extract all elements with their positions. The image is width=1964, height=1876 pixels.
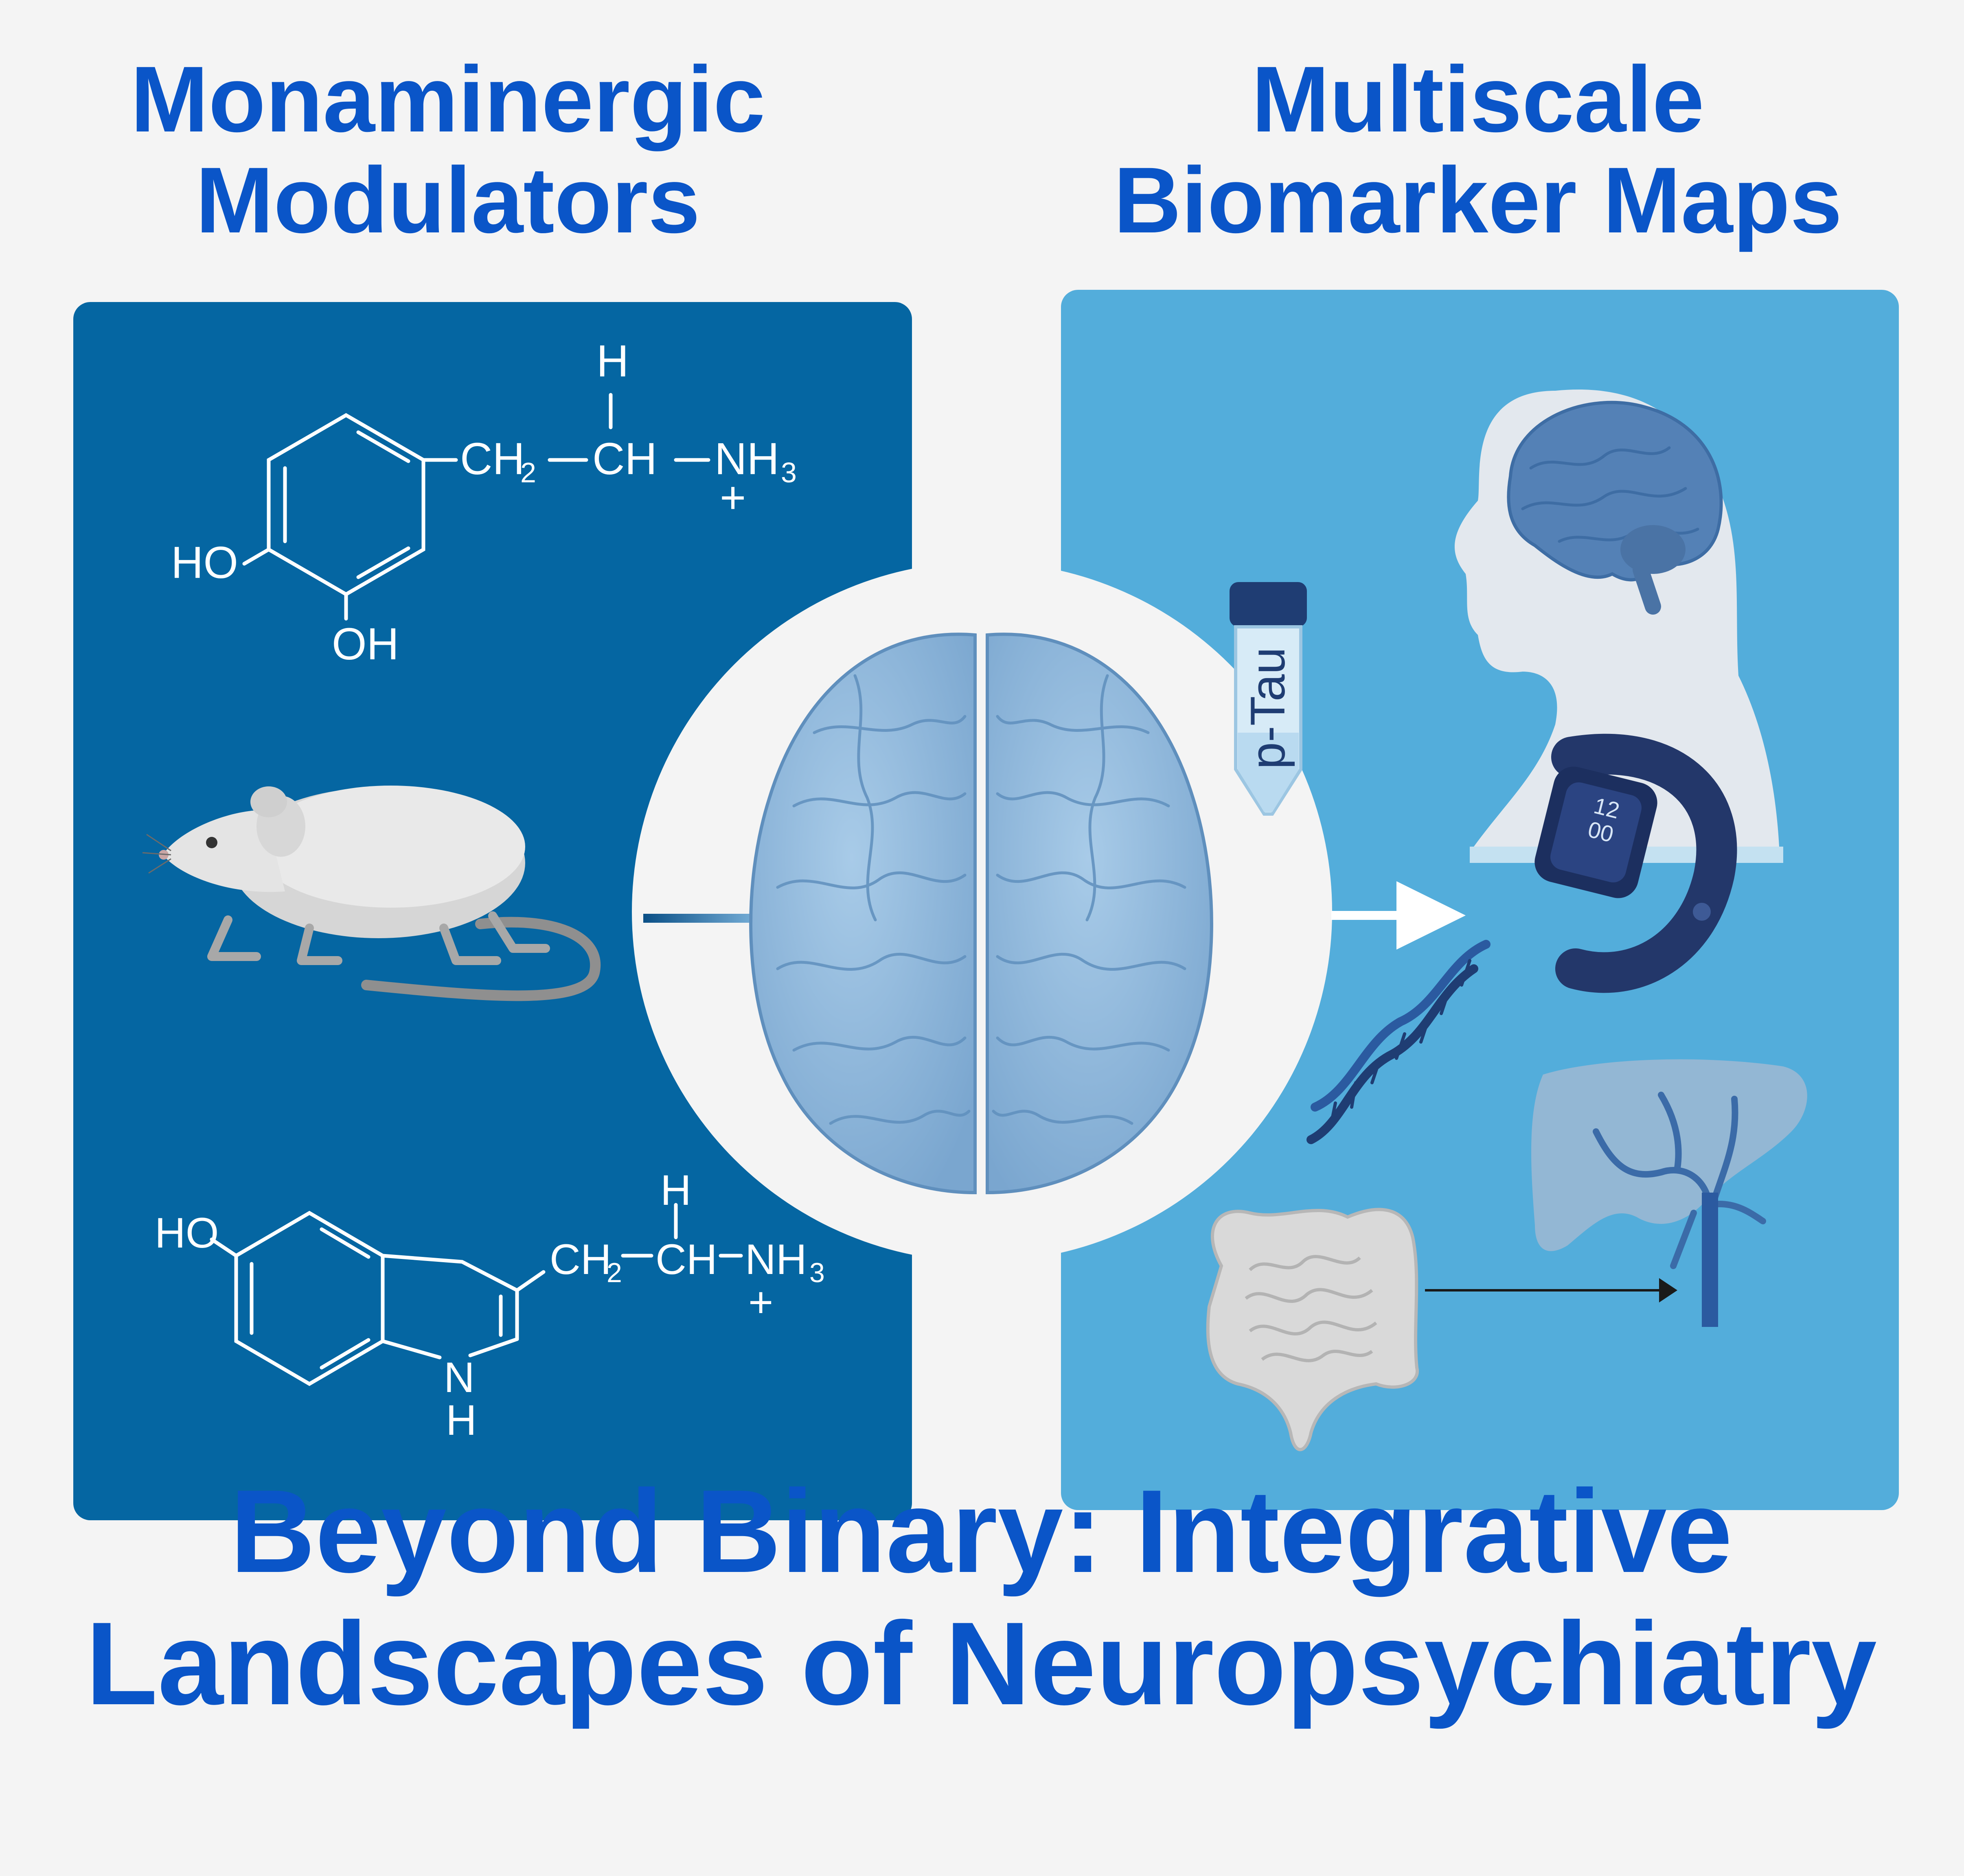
dopamine-ch2: CH bbox=[460, 434, 525, 484]
left-heading-line-1: Monaminergic bbox=[130, 47, 765, 151]
watch-hour: 12 bbox=[1591, 792, 1622, 823]
serotonin-nh3: NH bbox=[745, 1236, 807, 1283]
right-heading-line-2: Biomarker Maps bbox=[1114, 148, 1842, 253]
dopamine-charge: + bbox=[720, 473, 746, 523]
mouse-illustration bbox=[142, 786, 601, 1001]
ptau-label: p-Tau bbox=[1241, 647, 1295, 769]
left-heading-line-2: Modulators bbox=[195, 148, 700, 253]
serotonin-ch: CH bbox=[655, 1236, 717, 1283]
head-profile bbox=[1454, 390, 1783, 863]
dopamine-top-h: H bbox=[596, 336, 629, 386]
dopamine-oh: OH bbox=[332, 619, 399, 669]
serotonin-nh3-subscript: 3 bbox=[809, 1257, 825, 1288]
ptau-tube: p-Tau bbox=[1230, 582, 1307, 816]
dopamine-ch: CH bbox=[592, 434, 657, 484]
serotonin-ch2-subscript: 2 bbox=[607, 1257, 622, 1288]
dopamine-labels: CH 2 CH NH 3 H + HO OH bbox=[171, 336, 797, 669]
footer-title-line-2: Landscapes of Neuropsychiatry bbox=[85, 1597, 1877, 1729]
dopamine-structure bbox=[242, 393, 710, 621]
arrow-gut-to-liver bbox=[1425, 1278, 1677, 1302]
left-panel bbox=[73, 302, 912, 1520]
serotonin-h: H bbox=[446, 1397, 477, 1444]
serotonin-charge: + bbox=[748, 1278, 773, 1326]
smartwatch: 12 00 bbox=[1534, 733, 1737, 993]
footer-title-line-1: Beyond Binary: Integrative bbox=[230, 1465, 1733, 1597]
right-heading-line-1: Multiscale bbox=[1251, 47, 1705, 151]
intestine-illustration bbox=[1206, 1208, 1419, 1451]
watch-minute: 00 bbox=[1585, 816, 1616, 847]
liver-illustration bbox=[1531, 1059, 1807, 1327]
serotonin-ho: HO bbox=[155, 1209, 219, 1257]
dopamine-ch2-subscript: 2 bbox=[520, 457, 536, 488]
serotonin-ch2: CH bbox=[550, 1236, 612, 1283]
left-heading: Monaminergic Modulators bbox=[73, 47, 822, 253]
serotonin-top-h: H bbox=[660, 1167, 691, 1214]
dna-helix bbox=[1306, 940, 1491, 1144]
dopamine-ho: HO bbox=[171, 538, 238, 588]
serotonin-labels: HO CH 2 CH NH 3 H + N H bbox=[155, 1167, 825, 1444]
serotonin-structure bbox=[210, 1203, 743, 1386]
connector-bar bbox=[643, 914, 765, 923]
center-circle bbox=[632, 562, 1332, 1262]
diagram-canvas: CH 2 CH NH 3 H + HO OH bbox=[73, 290, 1899, 1520]
serotonin-n: N bbox=[444, 1354, 475, 1401]
arrow-right-white bbox=[1331, 881, 1466, 950]
footer-title: Beyond Binary: Integrative Landscapes of… bbox=[33, 1465, 1930, 1730]
right-heading: Multiscale Biomarker Maps bbox=[1042, 47, 1914, 253]
brain-illustration bbox=[749, 633, 1213, 1195]
dopamine-nh3: NH bbox=[715, 434, 779, 484]
dopamine-nh3-subscript: 3 bbox=[781, 457, 797, 488]
